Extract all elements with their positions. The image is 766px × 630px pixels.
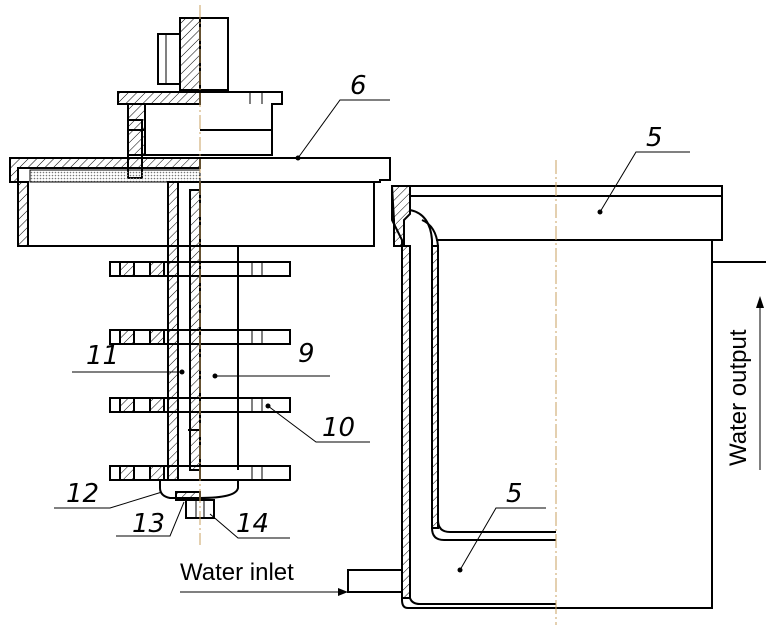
callout-12: 12 <box>66 479 99 509</box>
shaft-top <box>200 17 229 91</box>
callouts: 6 5 5 9 10 11 12 13 14 <box>54 71 690 573</box>
leader-6 <box>297 99 390 159</box>
lid-insulation <box>29 169 201 183</box>
outer-vessel <box>391 185 723 609</box>
water-output-label: Water output <box>725 329 752 466</box>
leader-14 <box>209 513 290 539</box>
callout-6: 6 <box>350 71 367 101</box>
shaft-key <box>157 33 181 85</box>
inner-wall-section <box>431 245 439 529</box>
right-vessel <box>347 160 766 625</box>
callout-14: 14 <box>236 509 269 539</box>
leader-5-top <box>599 151 690 213</box>
leader-12 <box>54 491 163 509</box>
washer <box>175 491 201 501</box>
rim-section <box>390 185 411 247</box>
shaft-top-section <box>179 17 201 91</box>
leader-13 <box>116 501 185 537</box>
leader-5-bottom <box>459 507 546 571</box>
callout-5-top: 5 <box>646 123 663 153</box>
tube-right-half <box>200 245 239 470</box>
water-inlet-group: Water inlet <box>180 559 348 596</box>
callout-9: 9 <box>298 339 315 369</box>
water-inlet-label: Water inlet <box>180 559 294 586</box>
lid <box>10 157 391 183</box>
callout-10: 10 <box>322 413 355 443</box>
outer-wall-section <box>401 245 411 599</box>
lid-section <box>9 157 201 183</box>
water-output-group: Water output <box>725 296 764 470</box>
leader-10 <box>267 405 370 443</box>
inlet-pipe <box>347 569 403 593</box>
lid-skirt-section <box>17 181 29 247</box>
callout-5-bottom: 5 <box>506 479 523 509</box>
housing-flange-section <box>117 91 201 105</box>
left-assembly <box>9 5 391 545</box>
callout-11: 11 <box>86 341 119 371</box>
callout-13: 13 <box>132 509 165 539</box>
